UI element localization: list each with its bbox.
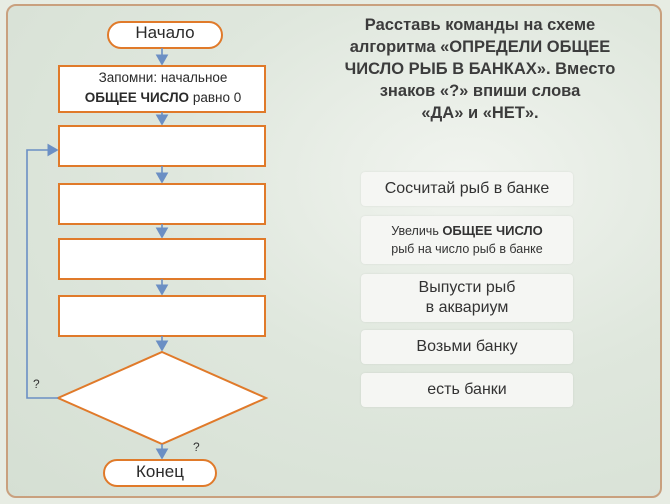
decision-diamond[interactable] — [55, 350, 269, 446]
increase-prefix: Увеличь — [391, 224, 439, 238]
start-terminal — [107, 21, 223, 49]
command-take-jar[interactable]: Возьми банку — [361, 330, 573, 364]
task-line-2: алгоритма «ОПРЕДЕЛИ ОБЩЕЕ — [349, 38, 611, 56]
command-increase-total[interactable]: Увеличь ОБЩЕЕ ЧИСЛО рыб на число рыб в б… — [361, 216, 573, 264]
empty-step-3[interactable] — [58, 238, 266, 280]
assign-suffix: равно 0 — [192, 90, 242, 105]
task-line-3: ЧИСЛО РЫБ В БАНКАХ». Вместо — [344, 60, 616, 78]
start-label: Начало — [135, 23, 195, 42]
assign-prefix: Запомни: начальное — [98, 70, 228, 85]
loop-back-line — [26, 143, 59, 399]
end-label: Конец — [136, 462, 184, 481]
release-line1: Выпусти рыб — [418, 279, 516, 296]
decision-mark-left[interactable]: ? — [33, 377, 40, 391]
command-has-jars[interactable]: есть банки — [361, 373, 573, 407]
task-line-4: знаков «?» впиши слова — [379, 82, 581, 100]
end-terminal — [103, 459, 217, 487]
task-line-1: Расставь команды на схеме — [364, 16, 596, 34]
empty-step-1[interactable] — [58, 125, 266, 167]
assign-label: Запомни: начальное ОБЩЕЕ ЧИСЛО равно 0 — [60, 68, 266, 108]
task-line-5: «ДА» и «НЕТ». — [421, 104, 539, 122]
release-line2: в аквариум — [425, 299, 509, 316]
task-instructions: Расставь команды на схеме алгоритма «ОПР… — [300, 14, 660, 124]
command-release-fish[interactable]: Выпусти рыб в аквариум — [361, 274, 573, 322]
increase-bold: ОБЩЕЕ ЧИСЛО — [442, 223, 543, 238]
command-count-fish[interactable]: Сосчитай рыб в банке — [361, 172, 573, 206]
increase-line2: рыб на число рыб в банке — [391, 242, 543, 256]
empty-step-4[interactable] — [58, 295, 266, 337]
decision-mark-bottom[interactable]: ? — [193, 440, 200, 454]
empty-step-2[interactable] — [58, 183, 266, 225]
assign-bold: ОБЩЕЕ ЧИСЛО — [84, 90, 190, 105]
